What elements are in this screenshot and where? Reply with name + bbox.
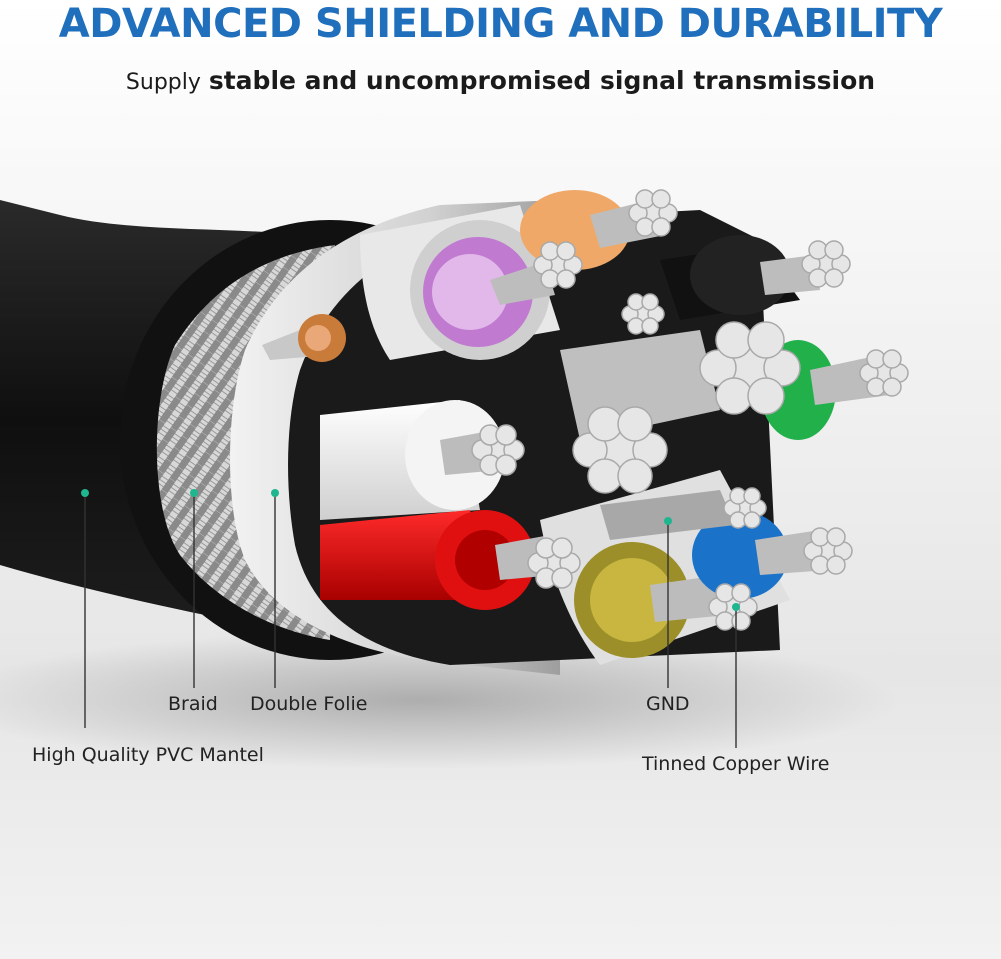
double-foil-label: Double Folie [250,693,368,715]
gnd-strands [600,490,735,540]
yellow-wire [574,542,728,658]
purple-wire [423,237,555,347]
pvc-mantel-label: High Quality PVC Mantel [32,744,264,766]
page-title: ADVANCED SHIELDING AND DURABILITY [58,1,943,47]
gnd-marker-dot [664,517,672,525]
page-subtitle: Supply stable and uncompromised signal t… [0,64,1001,100]
strand-ends [471,189,909,631]
red-wire [320,510,555,610]
black-wire [660,235,820,320]
white-wire [320,400,505,520]
gnd-label: GND [646,693,690,715]
foil-marker-dot [271,489,279,497]
copper-marker-dot [732,603,740,611]
callout-markers [81,489,740,611]
tinned-copper-wire-label: Tinned Copper Wire [642,753,830,775]
pvc-marker-dot [81,489,89,497]
braid-marker-dot [190,489,198,497]
cable-shadow [0,630,900,770]
drain-wire [262,314,346,362]
callout-lines [84,493,737,748]
subtitle-rest: stable and uncompromised signal transmis… [208,66,876,95]
blue-wire [692,511,828,599]
braid-label: Braid [168,693,218,715]
subtitle-lead: Supply [125,70,201,95]
